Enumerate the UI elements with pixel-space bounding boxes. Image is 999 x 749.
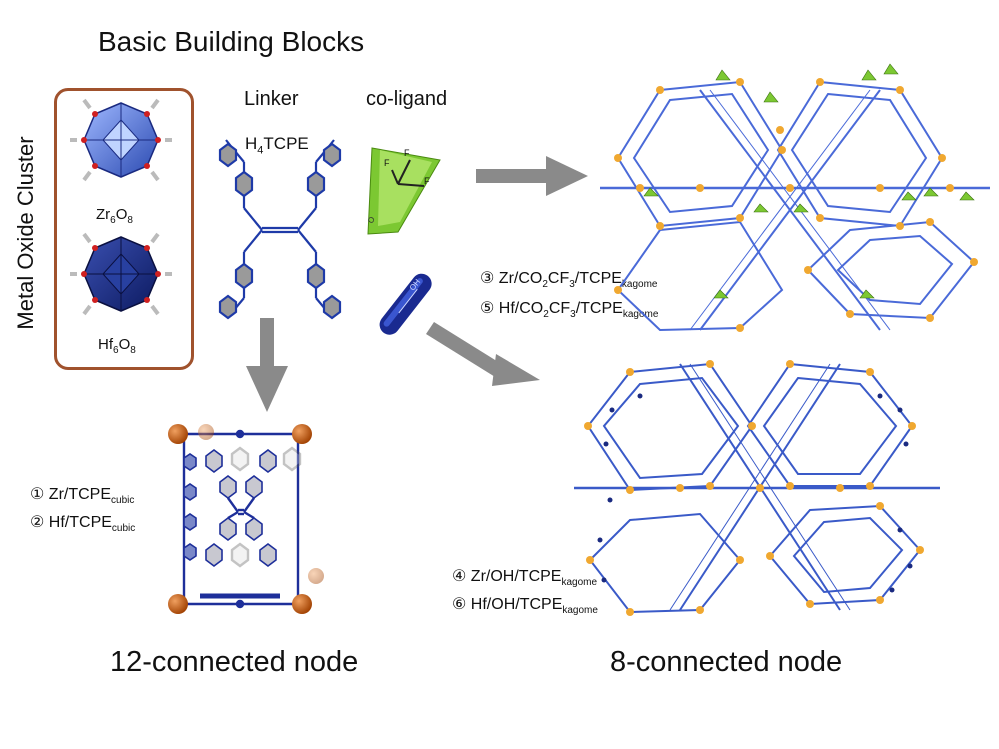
- oh-kagome-framework-icon: [574, 360, 940, 616]
- hf6o8-label: Hf6O8: [98, 336, 136, 356]
- svg-text:O: O: [366, 215, 377, 225]
- arrow-to-cubic: [246, 318, 288, 412]
- zr6o8-cluster-icon: [70, 98, 172, 182]
- kagome-cf3-entry-2: ⑤ Hf/CO2CF3/TCPEkagome: [480, 300, 659, 321]
- kagome-caption: 8-connected node: [610, 646, 843, 678]
- kagome-oh-entry-2: ⑥ Hf/OH/TCPEkagome: [452, 596, 598, 617]
- linker-header: Linker: [244, 88, 299, 110]
- cluster-frame: [54, 88, 194, 370]
- coligand-header: co-ligand: [366, 88, 448, 110]
- oh-coligand-icon: OH: [379, 273, 432, 335]
- arrow-to-oh-kagome: [426, 322, 540, 386]
- svg-text:F: F: [404, 148, 410, 158]
- cubic-node: [198, 424, 214, 440]
- cubic-entry-1: ① Zr/TCPEcubic: [30, 486, 135, 507]
- hf6o8-cluster-icon: [70, 232, 172, 316]
- cubic-node: [308, 568, 324, 584]
- linker-name: H4TCPE: [245, 134, 309, 157]
- tcpe-linker-icon: [218, 139, 342, 320]
- page-title: Basic Building Blocks: [98, 26, 365, 57]
- cubic-node: [292, 424, 312, 444]
- cubic-caption: 12-connected node: [110, 646, 359, 678]
- cf3-coligand-icon: F F F O: [366, 147, 441, 235]
- kagome-oh-entry-1: ④ Zr/OH/TCPEkagome: [452, 568, 598, 589]
- arrow-to-cf3-kagome: [476, 156, 588, 196]
- kagome-cf3-entry-1: ③ Zr/CO2CF3/TCPEkagome: [480, 270, 658, 291]
- cubic-node: [168, 594, 188, 614]
- cf3-kagome-framework-icon: [600, 63, 990, 332]
- cubic-node: [168, 424, 188, 444]
- svg-text:F: F: [384, 158, 390, 168]
- cubic-entry-2: ② Hf/TCPEcubic: [30, 514, 136, 535]
- cubic-framework-icon: [178, 429, 302, 609]
- cubic-node: [292, 594, 312, 614]
- svg-text:F: F: [424, 176, 430, 186]
- zr6o8-label: Zr6O8: [96, 206, 133, 226]
